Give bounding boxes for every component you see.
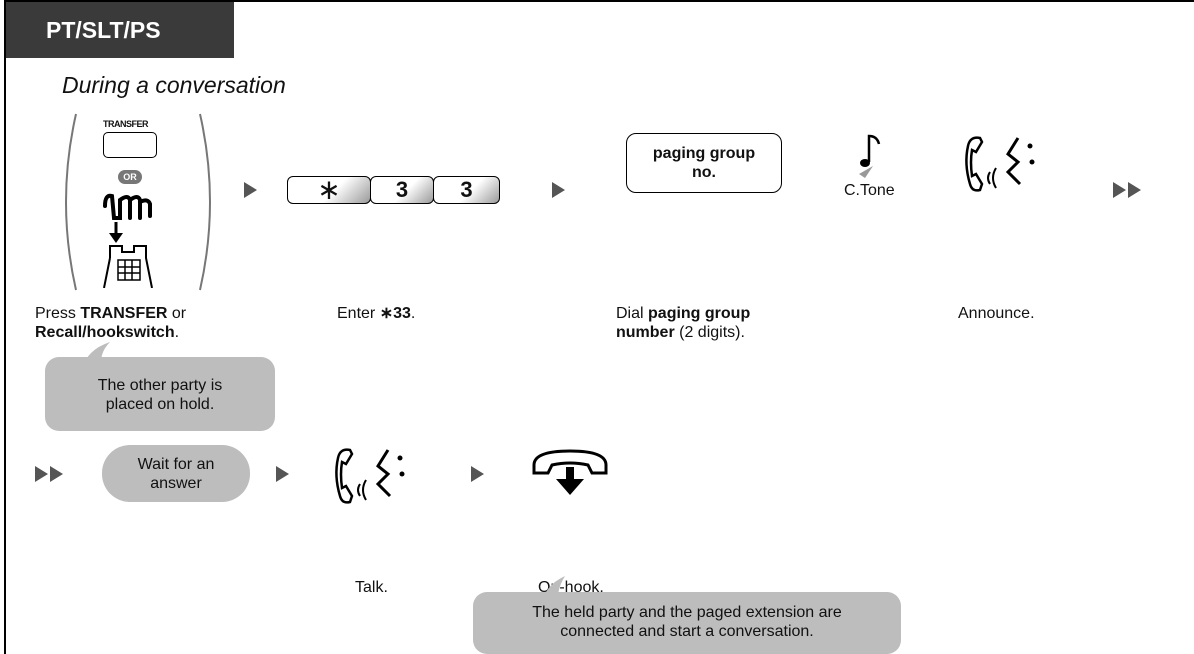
step1-caption-prefix: Press (35, 305, 81, 322)
step3-caption-prefix: Dial (616, 305, 649, 322)
on-hook-icon (532, 449, 608, 495)
continue-arrow-icon (1113, 182, 1141, 198)
hold-note-line2: placed on hold. (105, 396, 215, 413)
step2-caption-prefix: Enter (337, 305, 380, 322)
talk-caption: Talk. (355, 579, 388, 596)
header-title: PT/SLT/PS (46, 17, 161, 43)
or-badge: OR (118, 170, 142, 184)
header-tab: PT/SLT/PS (6, 2, 234, 58)
arrow-icon (552, 182, 565, 198)
step1-caption-suffix: . (174, 324, 180, 341)
step2-caption-suffix: . (410, 305, 416, 322)
step3-caption-suffix: (2 digits). (674, 324, 745, 341)
hookswitch-icon (103, 193, 153, 288)
final-note-bubble: The held party and the paged extension a… (473, 592, 901, 654)
parenthesis-group (65, 113, 211, 291)
tone-label: C.Tone (844, 182, 895, 199)
step1-caption-transfer: TRANSFER (80, 305, 168, 322)
final-note-line1: The held party and the paged extension a… (532, 604, 842, 621)
star-key: ∗ (287, 176, 371, 204)
frame-left-border (4, 0, 6, 654)
step3-caption: Dial paging group number (2 digits). (616, 304, 750, 342)
wait-for-answer-pill: Wait for an answer (102, 445, 250, 502)
step2-caption-code: ∗33 (379, 305, 411, 322)
transfer-key (103, 132, 157, 158)
paging-group-box: paging group no. (626, 133, 782, 193)
step4-caption: Announce. (958, 305, 1035, 322)
confirmation-tone-icon (859, 134, 881, 178)
step3-caption-number: number (616, 324, 675, 341)
paging-box-line2: no. (692, 164, 716, 181)
transfer-key-label: TRANSFER (103, 119, 149, 129)
digit-key-3-second: 3 (433, 176, 500, 204)
arrow-icon (471, 466, 484, 482)
talk-handset-icon (965, 136, 1035, 192)
step3-caption-paging: paging group (648, 305, 751, 322)
wait-pill-line2: answer (150, 475, 202, 492)
arrow-icon (276, 466, 289, 482)
continue-arrow-icon (35, 466, 63, 482)
paging-box-line1: paging group (652, 145, 756, 162)
hold-note-bubble: The other party is placed on hold. (45, 357, 275, 431)
step1-caption-recall: Recall/hookswitch (35, 324, 175, 341)
frame-top-border (4, 0, 1194, 2)
subtitle: During a conversation (62, 72, 286, 98)
final-note-line2: connected and start a conversation. (560, 623, 814, 640)
step1-caption: Press TRANSFER or Recall/hookswitch. (35, 304, 186, 342)
digit-key-3: 3 (370, 176, 434, 204)
arrow-icon (244, 182, 257, 198)
step1-caption-mid: or (167, 305, 187, 322)
hold-note-line1: The other party is (97, 377, 223, 394)
talk-handset-icon (335, 448, 405, 504)
wait-pill-line1: Wait for an (137, 456, 215, 473)
step2-caption: Enter ∗33. (337, 304, 415, 323)
